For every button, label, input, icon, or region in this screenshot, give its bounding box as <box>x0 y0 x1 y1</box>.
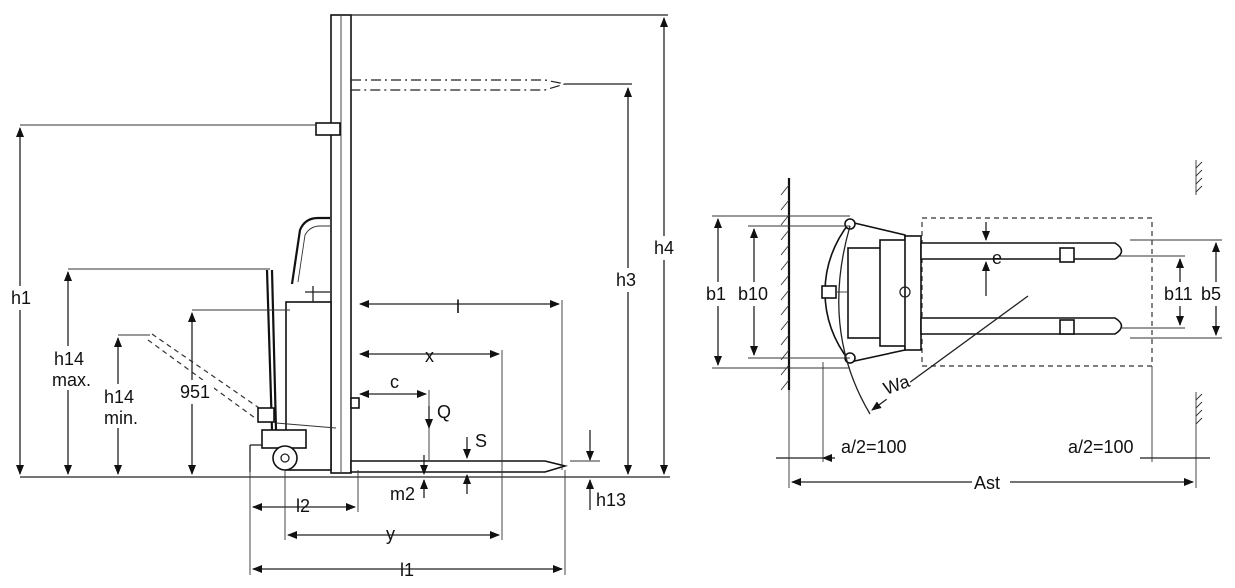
label-Wa: Wa <box>881 371 914 399</box>
label-c: c <box>390 372 399 392</box>
label-h1: h1 <box>11 288 31 308</box>
truck-top <box>821 218 922 364</box>
label-l1: l1 <box>400 560 414 580</box>
label-h14-min-2: min. <box>104 408 138 428</box>
label-h14-max-2: max. <box>52 370 91 390</box>
label-l: l <box>456 297 460 317</box>
label-x: x <box>425 346 434 366</box>
label-b10: b10 <box>738 284 768 304</box>
label-Q: Q <box>437 402 451 422</box>
label-a-left: a/2=100 <box>841 437 907 457</box>
mast <box>330 14 668 474</box>
side-view: h1 h14 max. h14 min. 951 l x c Q <box>10 14 678 580</box>
label-S: S <box>475 431 487 451</box>
fork-lowered <box>350 397 569 473</box>
forks-top <box>920 242 1123 335</box>
label-h3: h3 <box>616 270 636 290</box>
label-y: y <box>386 524 395 544</box>
label-h4: h4 <box>654 238 674 258</box>
label-Ast: Ast <box>974 473 1000 493</box>
label-b5: b5 <box>1201 284 1221 304</box>
label-m2: m2 <box>390 484 415 504</box>
truck-body <box>285 122 341 471</box>
label-h14-min-1: h14 <box>104 387 134 407</box>
drive-wheel <box>249 422 337 472</box>
label-b1: b1 <box>706 284 726 304</box>
label-h13: h13 <box>596 490 626 510</box>
label-e: e <box>992 248 1002 268</box>
label-b11: b11 <box>1164 284 1193 304</box>
label-951: 951 <box>180 382 210 402</box>
top-view: Wa b1 b10 e b11 b5 a/2=10 <box>704 160 1226 494</box>
label-a-right: a/2=100 <box>1068 437 1134 457</box>
label-h14-max-1: h14 <box>54 349 84 369</box>
label-l2: l2 <box>296 496 310 516</box>
tiller <box>147 269 278 431</box>
right-wall-markers <box>1195 160 1203 428</box>
